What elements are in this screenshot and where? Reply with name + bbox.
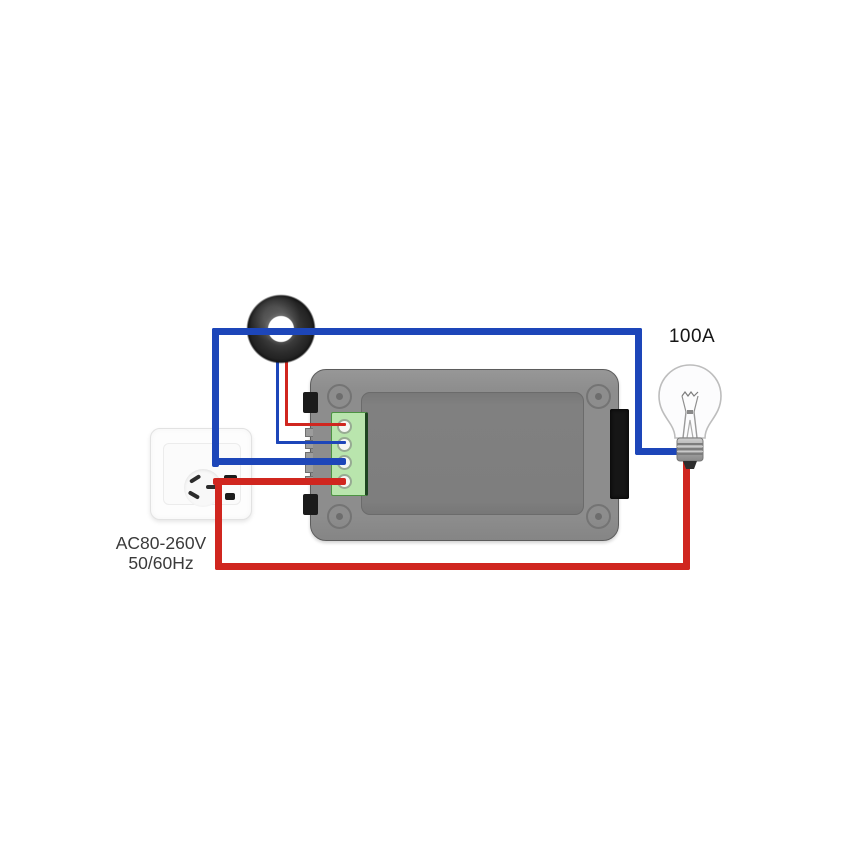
meter-display-panel xyxy=(361,392,584,515)
red-wire-left-vertical xyxy=(215,478,222,570)
meter-side-connector xyxy=(610,409,629,499)
meter-screw-icon xyxy=(327,384,352,409)
ac-wall-socket xyxy=(150,428,252,520)
red-wire-socket-to-meter xyxy=(213,478,346,485)
red-wire-to-bulb xyxy=(683,456,690,570)
blue-wire-right-vertical xyxy=(635,328,642,455)
socket-neutral-terminal xyxy=(225,493,235,500)
power-meter xyxy=(303,369,629,541)
socket-faceplate xyxy=(163,443,241,507)
blue-wire-through-ct xyxy=(212,328,642,335)
red-wire-bottom-horizontal xyxy=(215,563,690,570)
meter-mount-tab xyxy=(303,392,318,413)
ct-secondary-red-wire-vertical xyxy=(285,348,288,426)
load-rating-label: 100A xyxy=(668,326,716,347)
supply-label: AC80-260V 50/60Hz xyxy=(102,533,220,573)
meter-edge-ridge xyxy=(305,440,313,449)
terminal-2 xyxy=(337,437,352,452)
supply-frequency-text: 50/60Hz xyxy=(128,553,194,573)
socket-pin-slot-icon xyxy=(206,485,217,489)
blue-wire-left-vertical xyxy=(212,328,219,467)
meter-edge-ridge xyxy=(305,464,313,473)
ct-secondary-blue-wire-vertical xyxy=(276,348,279,444)
ct-secondary-blue-wire-horizontal xyxy=(276,441,346,444)
terminal-1 xyxy=(337,419,352,434)
meter-mount-tab xyxy=(303,494,318,515)
meter-screw-icon xyxy=(586,504,611,529)
meter-screw-icon xyxy=(327,504,352,529)
supply-voltage-text: AC80-260V xyxy=(115,533,207,553)
ct-secondary-red-wire-horizontal xyxy=(285,423,346,426)
meter-edge-ridge xyxy=(305,428,313,437)
blue-wire-socket-to-meter xyxy=(212,458,346,465)
meter-screw-icon xyxy=(586,384,611,409)
light-bulb-icon xyxy=(658,364,722,469)
blue-wire-to-bulb xyxy=(635,448,681,455)
